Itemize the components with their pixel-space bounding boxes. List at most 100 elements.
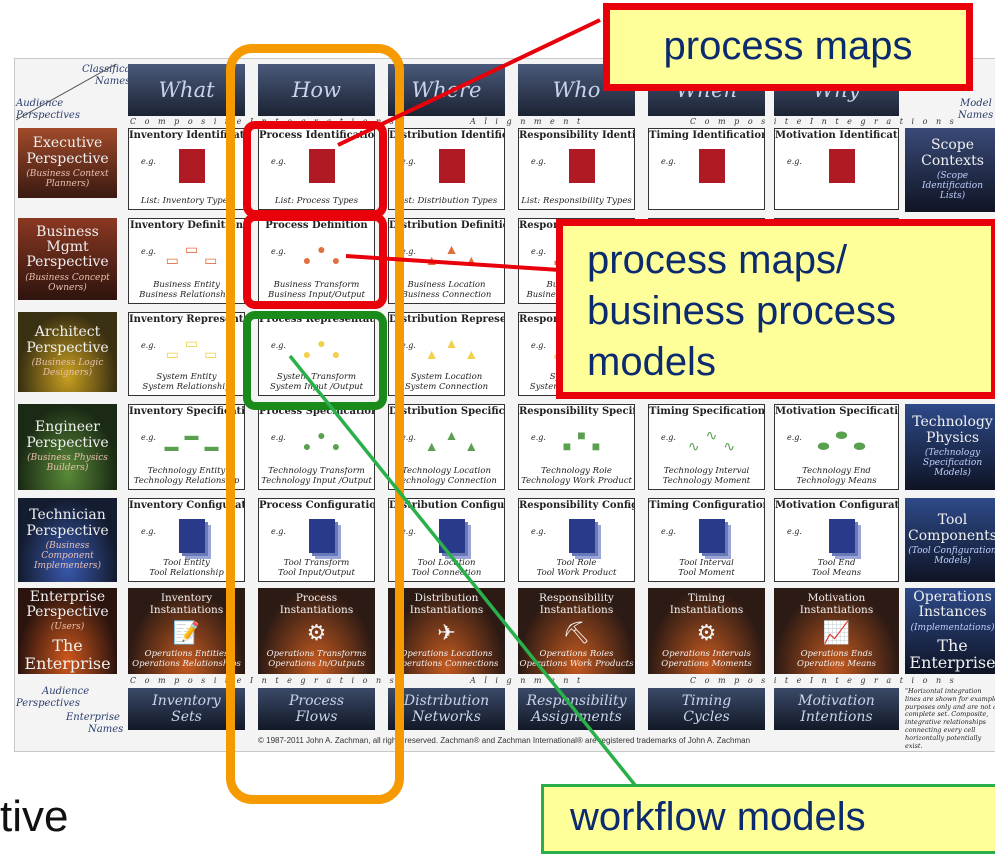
cell-caption: Tool Interval Tool Moment: [678, 559, 735, 579]
cell-when-row-5: Timing Configuration e.g. Tool Interval To…: [648, 498, 765, 582]
composite-strip-bottom-right: C o m p o s i t e I n t e g r a t i o n …: [690, 676, 957, 685]
document-stack-icon: [568, 519, 595, 553]
cell-where-row-3: Distribution Representatione.g.▲▲▲System…: [388, 312, 505, 396]
cell-caption: Business Entity Business Relationship: [139, 281, 234, 301]
cell-title: Process Configuration: [259, 500, 374, 511]
cell-caption: List: Inventory Types: [140, 197, 233, 207]
footer-inventory-sets: Inventory Sets: [128, 688, 245, 730]
cell-mini-diagram: [549, 147, 614, 185]
integration-note: "Horizontal integration lines are shown …: [905, 687, 995, 750]
shape-icon: ●: [302, 252, 312, 268]
footer-perspectives-label: Perspectives: [16, 698, 80, 709]
eg-label: e.g.: [787, 527, 802, 536]
shape-icon: ●: [302, 438, 312, 454]
cell-mini-diagram: ▲▲▲: [419, 331, 484, 369]
shape-icon: ●: [317, 241, 326, 257]
eg-label: e.g.: [401, 247, 416, 256]
connector-workflow: [288, 354, 637, 787]
corner-divider: [16, 63, 116, 121]
row-label-enterprise: Enterprise Perspective (Users) The Enter…: [18, 588, 117, 674]
cell-caption: Technology Entity Technology Relationshi…: [133, 467, 240, 487]
cell-mini-diagram: [805, 517, 878, 555]
shape-icon: ▭: [165, 251, 179, 268]
cell-title: Inventory Definition: [130, 220, 243, 231]
cell-mini-diagram: ●●●: [289, 237, 354, 275]
cell-caption: Technology Transform Technology Input /O…: [261, 467, 372, 487]
shape-icon: ●: [317, 427, 326, 443]
eg-label: e.g.: [531, 433, 546, 442]
cell-who-row-4: Responsibility Specificatione.g.■■■Techn…: [518, 404, 635, 490]
cell-mini-diagram: ●●●: [289, 423, 354, 461]
cell-title: Motivation Identification: [775, 130, 898, 141]
shape-icon: ∿: [687, 437, 700, 454]
document-stack-icon: [178, 519, 205, 553]
footer-timing-cycles: Timing Cycles: [648, 688, 765, 730]
instantiation-cell-why: Motivation Instantiations📈Operations End…: [774, 588, 899, 674]
eg-label: e.g.: [141, 341, 156, 350]
eg-label: e.g.: [271, 341, 286, 350]
cell-title: Motivation Configuration: [775, 500, 898, 511]
shape-icon: ▬: [164, 438, 179, 454]
list-icon: [178, 149, 205, 183]
footer-audience-label: Audience: [42, 686, 90, 697]
shape-icon: ▲: [464, 438, 479, 454]
instantiation-title: Motivation Instantiations: [799, 592, 874, 616]
footer-enterprise-label: Enterprise: [66, 712, 120, 723]
cell-caption: Technology Location Technology Connectio…: [396, 467, 497, 487]
cell-mini-diagram: ▭▭▭: [159, 331, 224, 369]
document-stack-icon: [698, 519, 725, 553]
cell-title: Process Identification: [259, 130, 374, 141]
shape-icon: ▭: [204, 251, 218, 268]
document-stack-icon: [308, 519, 335, 553]
copyright-text: © 1987-2011 John A. Zachman, all rights …: [258, 736, 751, 745]
cell-caption: List: Process Types: [274, 197, 359, 207]
list-icon: [828, 149, 855, 183]
footer-names-label: Names: [88, 724, 124, 735]
model-label-title: Scope Contexts: [921, 137, 984, 169]
shape-icon: ∿: [705, 426, 718, 443]
instantiation-title: Distribution Instantiations: [409, 592, 484, 616]
cell-title: Timing Configuration: [649, 500, 764, 511]
composite-strip-bottom-left: C o m p o s i t e I n t e g r a t i o n …: [130, 676, 397, 685]
eg-label: e.g.: [661, 527, 676, 536]
row-label-engineer: Engineer Perspective (Business Physics B…: [18, 404, 117, 490]
shape-icon: ■: [577, 427, 586, 443]
row-label-subtitle: (Business Component Implementers): [33, 541, 102, 571]
cell-mini-diagram: ∿ ∿ ∿: [679, 423, 744, 461]
eg-label: e.g.: [531, 157, 546, 166]
shape-icon: ⬬: [835, 426, 848, 443]
cell-mini-diagram: ▭▭▭: [159, 237, 224, 275]
model-label-title: Tool Components: [908, 512, 995, 544]
shape-icon: ●: [302, 346, 312, 362]
cell-mini-diagram: [289, 147, 354, 185]
cell-mini-diagram: ■■■: [549, 423, 614, 461]
shape-icon: ∿: [723, 437, 736, 454]
list-icon: [308, 149, 335, 183]
callout-business-process-models: process maps/ business process models: [556, 219, 995, 399]
how-column-highlight: [226, 44, 404, 804]
shape-icon: ▬: [204, 438, 219, 454]
gear-icon: ⚙: [306, 621, 327, 646]
shape-icon: ▲: [444, 241, 459, 257]
instantiation-cell-who: Responsibility Instantiations⛏Operations…: [518, 588, 635, 674]
cell-title: Motivation Specification: [775, 406, 898, 417]
shape-icon: ▭: [184, 334, 199, 351]
footer-motivation-intentions: Motivation Intentions: [774, 688, 899, 730]
model-names-label: Names: [958, 110, 994, 121]
row-label-subtitle: (Business Context Planners): [26, 169, 109, 189]
eg-label: e.g.: [271, 433, 286, 442]
column-header-what: What: [128, 64, 245, 116]
shape-icon: ●: [317, 335, 326, 351]
cell-title: Inventory Identification: [129, 130, 244, 141]
cell-mini-diagram: [805, 147, 878, 185]
